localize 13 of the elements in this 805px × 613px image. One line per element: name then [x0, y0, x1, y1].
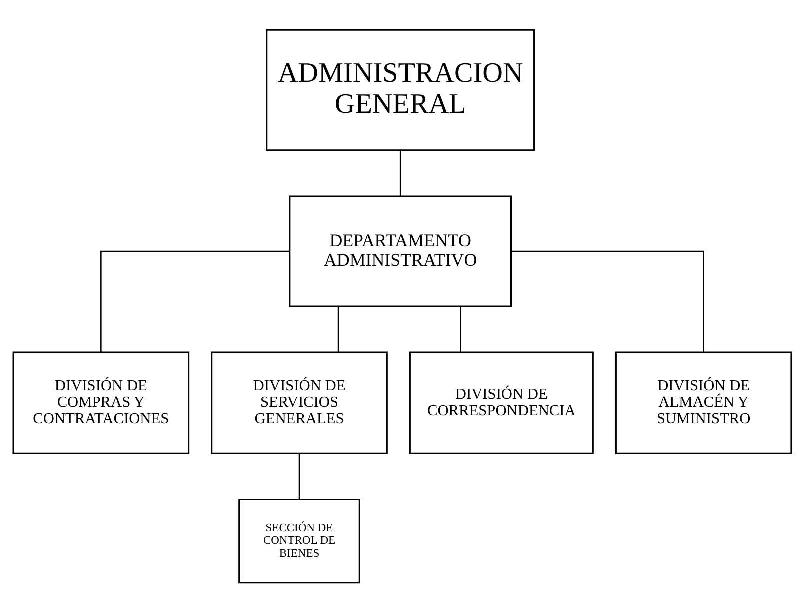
node-box: DIVISIÓN DE ALMACÉN Y SUMINISTRO [615, 352, 792, 454]
connector [460, 306, 462, 352]
node-box: ADMINISTRACION GENERAL [266, 29, 536, 152]
connector [338, 306, 340, 352]
connector [298, 454, 300, 500]
node-box: DEPARTAMENTO ADMINISTRATIVO [289, 196, 512, 308]
connector [400, 150, 402, 196]
connector [511, 250, 704, 352]
node-box: DIVISIÓN DE COMPRAS Y CONTRATACIONES [12, 352, 190, 454]
node-box: SECCIÓN DE CONTROL DE BIENES [238, 498, 360, 584]
node-box: DIVISIÓN DE SERVICIOS GENERALES [211, 352, 388, 454]
connector [100, 250, 290, 352]
node-box: DIVISIÓN DE CORRESPONDENCIA [409, 352, 594, 454]
